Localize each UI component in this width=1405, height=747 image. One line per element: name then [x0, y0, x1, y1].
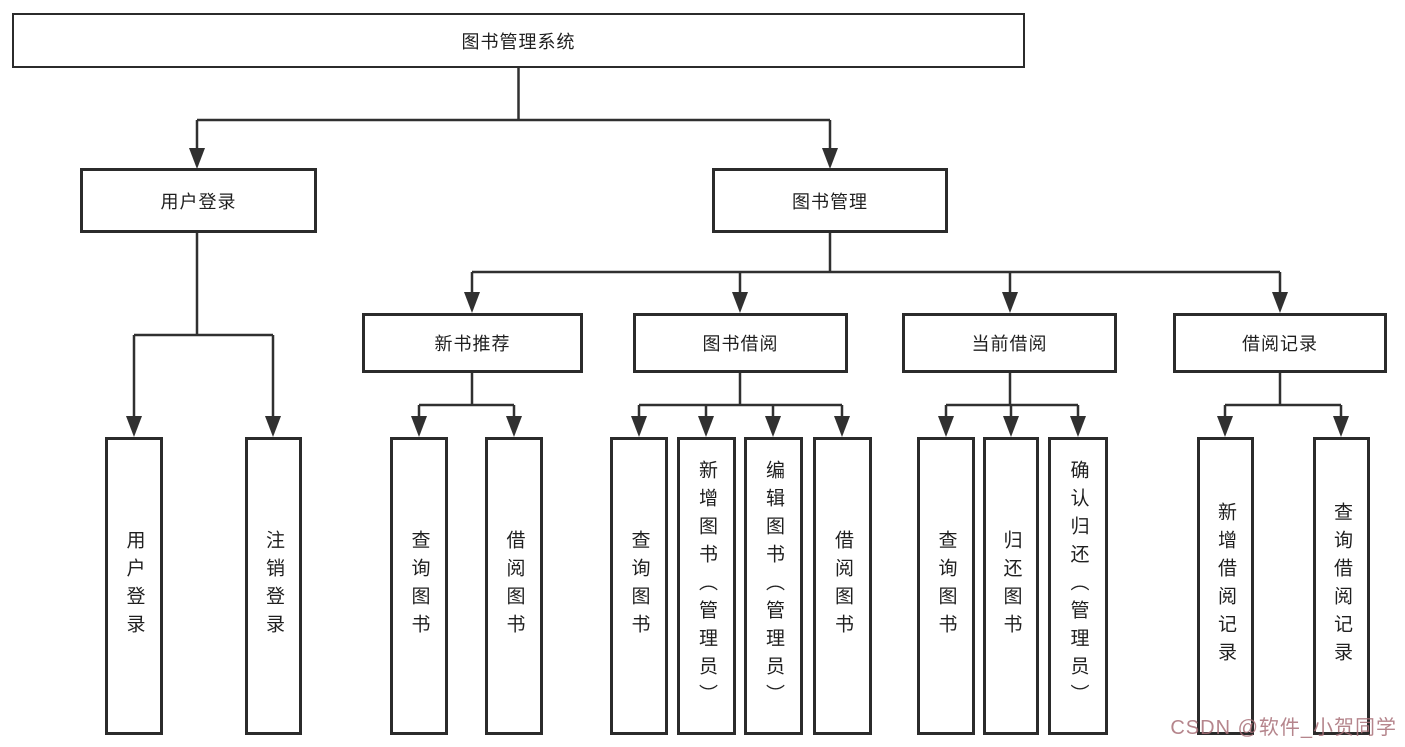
tree-edges — [132, 68, 1343, 428]
leaf-br-query-record: 查询借阅记录 — [1313, 437, 1370, 735]
leaf-bb-borrow-books-label: 借阅图书 — [832, 530, 853, 642]
leaf-cb-return-books-label: 归还图书 — [1000, 530, 1022, 642]
leaf-cb-query-books-label: 查询图书 — [935, 530, 957, 642]
leaf-cb-confirm-return: 确认归还（管理员） — [1048, 437, 1108, 735]
leaf-bb-add-books: 新增图书（管理员） — [677, 437, 736, 735]
node-current-borrowing: 当前借阅 — [902, 313, 1117, 373]
leaf-cb-query-books: 查询图书 — [917, 437, 975, 735]
leaf-nbr-query-books: 查询图书 — [390, 437, 448, 735]
arrowheads — [126, 148, 1349, 437]
node-user-login: 用户登录 — [80, 168, 317, 233]
node-new-book-recommend: 新书推荐 — [362, 313, 583, 373]
leaf-cb-confirm-return-label: 确认归还（管理员） — [1067, 460, 1089, 712]
leaf-bb-edit-books: 编辑图书（管理员） — [744, 437, 803, 735]
leaf-bb-query-books-label: 查询图书 — [628, 530, 650, 642]
node-new-book-recommend-label: 新书推荐 — [434, 334, 511, 354]
node-borrowing-records-label: 借阅记录 — [1242, 334, 1318, 354]
leaf-bb-add-books-label: 新增图书（管理员） — [696, 460, 717, 712]
leaf-nbr-borrow-books-label: 借阅图书 — [503, 530, 525, 642]
node-root-label: 图书管理系统 — [461, 31, 576, 52]
node-book-borrowing-label: 图书借阅 — [702, 334, 779, 354]
leaf-logout: 注销登录 — [245, 437, 302, 735]
leaf-nbr-borrow-books: 借阅图书 — [485, 437, 543, 735]
node-book-management: 图书管理 — [712, 168, 948, 233]
node-book-borrowing: 图书借阅 — [633, 313, 848, 373]
node-book-management-label: 图书管理 — [792, 191, 868, 212]
node-current-borrowing-label: 当前借阅 — [971, 334, 1048, 354]
node-borrowing-records: 借阅记录 — [1173, 313, 1387, 373]
node-root: 图书管理系统 — [12, 13, 1025, 68]
leaf-nbr-query-books-label: 查询图书 — [408, 530, 430, 642]
leaf-br-query-record-label: 查询借阅记录 — [1331, 502, 1352, 670]
csdn-watermark: CSDN @软件_小贺同学 — [1170, 717, 1397, 739]
leaf-user-login: 用户登录 — [105, 437, 163, 735]
leaf-bb-edit-books-label: 编辑图书（管理员） — [763, 460, 784, 712]
leaf-user-login-label: 用户登录 — [123, 530, 145, 642]
leaf-cb-return-books: 归还图书 — [983, 437, 1039, 735]
leaf-logout-label: 注销登录 — [263, 530, 284, 642]
leaf-bb-borrow-books: 借阅图书 — [813, 437, 872, 735]
leaf-bb-query-books: 查询图书 — [610, 437, 668, 735]
leaf-br-add-record: 新增借阅记录 — [1197, 437, 1254, 735]
node-user-login-label: 用户登录 — [160, 191, 237, 212]
leaf-br-add-record-label: 新增借阅记录 — [1215, 502, 1236, 670]
